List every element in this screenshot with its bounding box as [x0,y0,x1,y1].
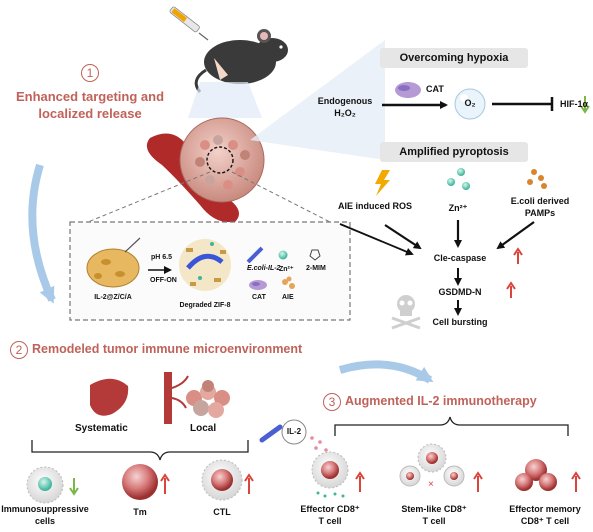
lymph-vessel-icon [164,372,189,424]
degraded-zif8 [179,239,231,291]
stem-like-label-2: T cell [422,516,446,526]
cat-icon [249,280,267,290]
up-arrow-icon [473,471,483,492]
endogenous-label: Endogenous [317,96,373,106]
il2-zca-nanoparticle [86,237,141,288]
2mim-icon [309,249,321,261]
effector-cd8-label: Effector CD8⁺ [300,504,360,514]
up-arrow-icon [571,471,581,492]
pyroptosis-header: Amplified pyroptosis [380,142,528,162]
ph-label: pH 6.5 [151,254,173,261]
section-3-title: Augmented IL-2 immunotherapy [345,394,537,408]
off-on-label: OFF-ON [150,277,177,284]
cle-caspase-label: Cle-caspase [433,253,487,263]
legend-cat-label: CAT [252,294,266,301]
up-arrow-icon [160,473,170,494]
hif-label: HIF-1α [560,99,589,109]
legend-aie-label: AIE [282,294,294,301]
pamps-icon [527,169,547,189]
il2-zca-label: IL-2@Z/C/A [94,294,132,301]
il2-label: IL-2 [286,427,302,436]
zn-icon [278,250,288,260]
local-label: Local [190,423,217,434]
spleen-icon [90,378,129,416]
zn-label: Zn²⁺ [448,203,468,213]
immunosuppressive-cell [26,466,64,504]
up-arrow-icon [506,281,516,298]
ecoli-il2-icon [246,246,264,264]
effector-cd8-label-2: T cell [318,516,342,526]
up-arrow-icon [244,473,254,494]
section-1-title: Enhanced targeting and [15,89,165,104]
brace [334,416,569,436]
section-1-subtitle: localized release [38,106,142,121]
il2-bubble [281,419,307,445]
down-arrow-icon [69,478,79,496]
flow-arrow [28,163,56,304]
immunosuppressive-label-2: cells [34,516,56,526]
up-arrow-icon [355,471,365,492]
zoom-wedge [250,40,385,160]
skull-icon [391,295,421,330]
tm-cell [122,464,158,500]
cat-molecule [395,82,421,98]
degraded-zif8-label: Degraded ZIF-8 [179,302,231,309]
tumor-illustration [146,117,265,223]
aie-ros-label: AIE induced ROS [338,201,413,211]
h2o2-label: H₂O₂ [334,108,356,118]
aie-icon [282,276,295,289]
ctl-label: CTL [213,507,231,517]
gsdmd-label: GSDMD-N [438,287,482,297]
legend-2mim-label: 2-MIM [306,265,326,272]
tumor-cluster-icon [186,380,230,418]
hypoxia-header: Overcoming hypoxia [380,48,528,68]
section-2-number: 2 [10,341,28,359]
zn-ions-icon [447,168,470,190]
legend-zn-label: Zn²⁺ [279,266,294,273]
flow-arrow [338,360,434,384]
effector-memory-label-2: CD8⁺ T cell [520,516,570,526]
legend-ecoli-label: E.coli-IL-2 [247,265,281,272]
section-3-number: 3 [323,393,341,411]
section-2-title: Remodeled tumor immune microenvironment [32,342,303,356]
ecoli-rod-icon [259,424,283,443]
svg-text:×: × [428,479,434,490]
ctl-cell [201,459,243,501]
immunosuppressive-label: Immunosuppressive [1,504,89,514]
il2-droplets [310,436,328,452]
cell-bursting-label: Cell bursting [432,317,488,327]
pamps-label: PAMPs [524,208,556,218]
effector-memory-label: Effector memory [509,504,581,514]
mouse-illustration [194,29,288,93]
effector-cd8-cell [311,451,349,498]
tm-label: Tm [133,507,147,517]
stem-like-cd8-cell: × [399,443,465,490]
section-1-number: 1 [81,64,99,82]
o2-label: O₂ [464,98,476,108]
ecoli-pamps-label: E.coli derived [510,196,570,206]
up-arrow-icon [513,247,523,264]
light-cone [188,82,262,118]
stem-like-label: Stem-like CD8⁺ [401,504,467,514]
syringe-icon [169,6,209,41]
systematic-label: Systematic [75,423,128,434]
down-arrow-icon [580,96,590,114]
lightning-icon [375,170,390,196]
cat-label: CAT [426,84,444,94]
effector-memory-cd8-cell [515,459,557,491]
brace [31,440,249,461]
